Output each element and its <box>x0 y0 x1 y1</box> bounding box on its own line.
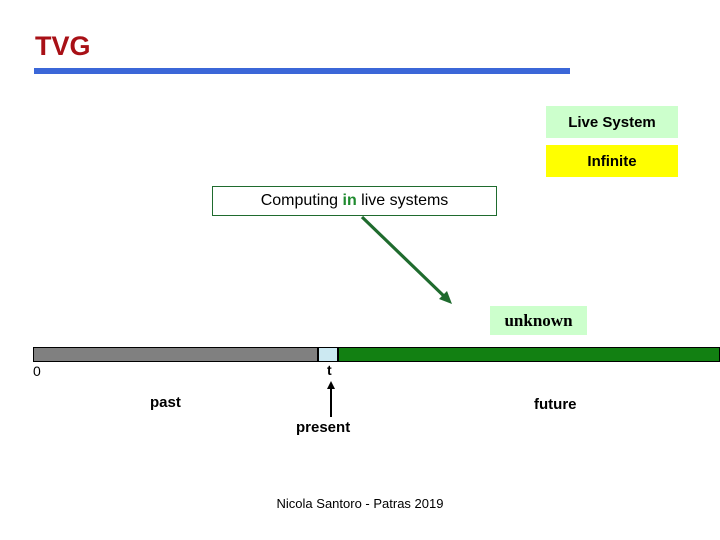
computing-box-text: Computing in live systems <box>261 192 449 210</box>
unknown-badge-label: unknown <box>504 310 573 330</box>
callout-infinite: Infinite <box>546 145 678 177</box>
computing-text-after: live systems <box>356 192 449 209</box>
computing-in-live-systems-box: Computing in live systems <box>212 186 497 216</box>
callout-live-system: Live System <box>546 106 678 138</box>
timeline-label-past: past <box>150 394 181 411</box>
timeline-segment-present <box>318 347 338 362</box>
timeline-segment-future <box>338 347 720 362</box>
page-title: TVG <box>35 31 91 61</box>
callout-infinite-label: Infinite <box>587 152 637 170</box>
present-pointer-arrow-icon <box>327 381 335 417</box>
timeline-tick-label-t: t <box>327 362 332 378</box>
title-underline-rule <box>34 68 570 74</box>
slide-footer: Nicola Santoro - Patras 2019 <box>276 496 444 511</box>
callout-live-system-label: Live System <box>568 113 656 131</box>
timeline-bar <box>33 347 720 362</box>
computing-text-before: Computing <box>260 192 343 209</box>
unknown-badge: unknown <box>490 306 587 335</box>
timeline-start-label: 0 <box>33 363 41 379</box>
timeline-label-present: present <box>296 419 351 436</box>
timeline-segment-past <box>33 347 318 362</box>
diagonal-arrow-icon <box>360 215 452 304</box>
timeline-label-future: future <box>534 396 577 413</box>
computing-keyword: in <box>342 192 357 209</box>
